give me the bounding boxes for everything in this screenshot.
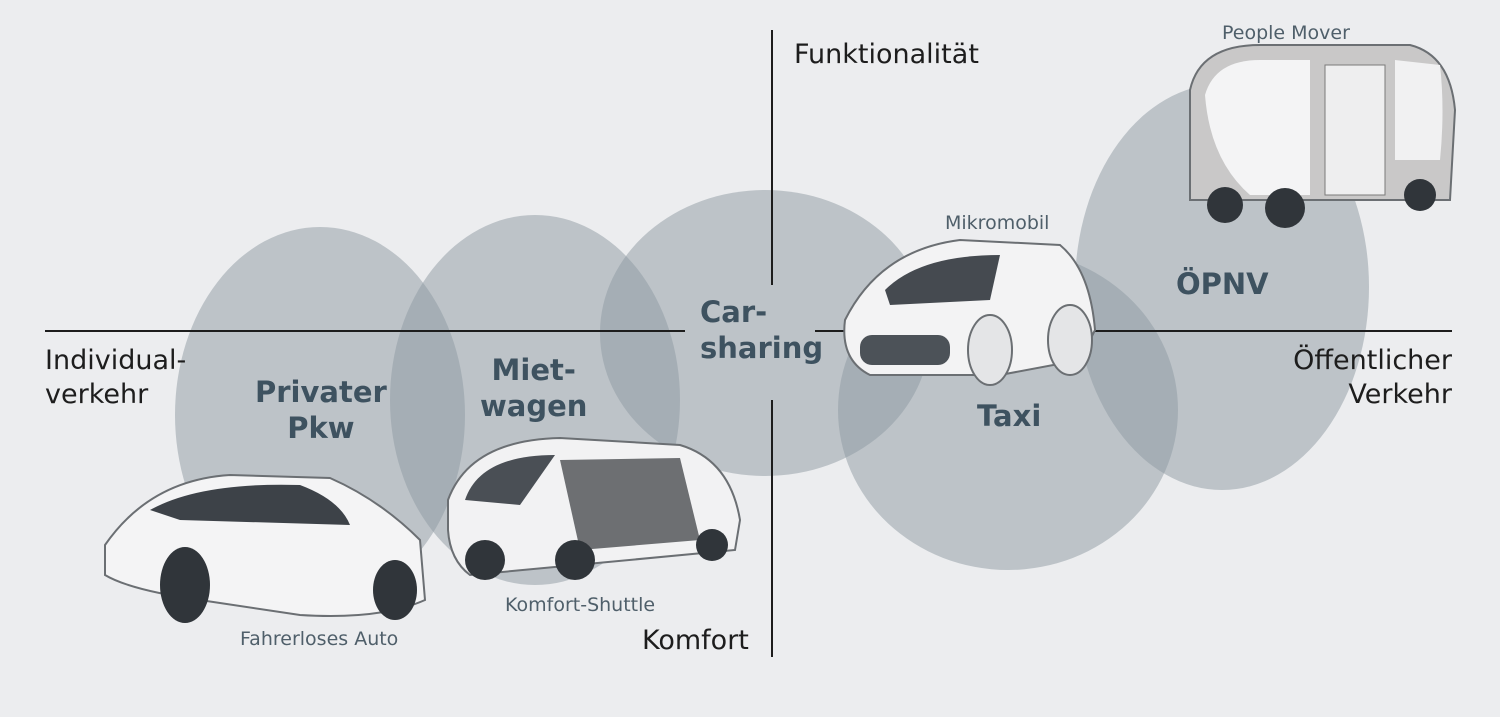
segment-label-line: Miet-	[491, 353, 576, 387]
axis-label-komfort: Komfort	[642, 625, 749, 656]
segment-label-line: wagen	[480, 389, 588, 423]
segment-label-carsharing: Car- sharing	[700, 294, 823, 366]
vehicle-label-mikromobil: Mikromobil	[945, 212, 1050, 234]
axis-label-funktionalitaet: Funktionalität	[794, 39, 979, 70]
segment-label-taxi: Taxi	[977, 399, 1042, 433]
segment-label-line: Privater	[255, 375, 387, 409]
axis-label-line: verkehr	[45, 379, 149, 410]
axis-label-oeffentlicher-verkehr: Öffentlicher Verkehr	[1293, 344, 1452, 412]
axis-label-line: Individual-	[45, 345, 187, 376]
car-people-mover-illustration	[1189, 44, 1457, 228]
axis-label-line: Verkehr	[1348, 379, 1452, 410]
segment-label-mietwagen: Miet- wagen	[480, 352, 587, 424]
segment-label-line: Pkw	[287, 411, 355, 445]
segment-label-privater-pkw: Privater Pkw	[255, 374, 387, 446]
car-mikromobil-illustration	[843, 238, 1097, 386]
vehicle-label-komfort-shuttle: Komfort-Shuttle	[505, 594, 656, 616]
car-komfort-shuttle-illustration	[447, 436, 742, 580]
axis-label-individualverkehr: Individual- verkehr	[45, 344, 186, 412]
vehicle-label-people-mover: People Mover	[1222, 22, 1350, 44]
segment-label-oepnv: ÖPNV	[1176, 267, 1269, 301]
axis-label-line: Öffentlicher	[1293, 345, 1452, 376]
segment-label-line: sharing	[700, 331, 824, 365]
vehicle-label-fahrerloses-auto: Fahrerloses Auto	[240, 628, 399, 650]
segment-label-line: Car-	[700, 295, 768, 329]
car-fahrerloses-auto-illustration	[104, 473, 427, 623]
